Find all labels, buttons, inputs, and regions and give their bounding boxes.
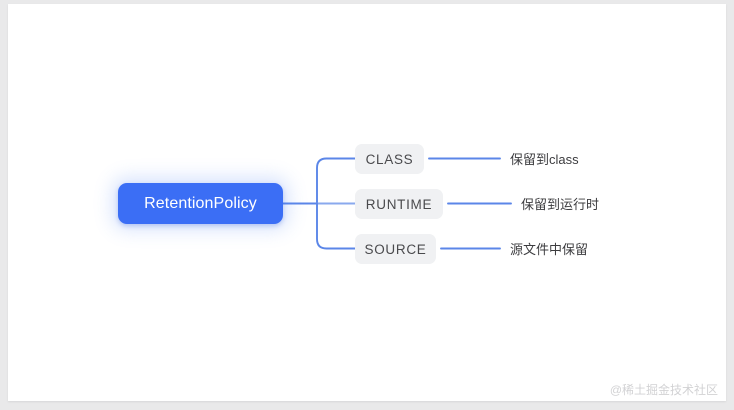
mindmap-node-source-label: SOURCE	[364, 241, 427, 257]
mindmap-leaf-source[interactable]: 源文件中保留	[510, 242, 589, 257]
edge-spine-source	[316, 202, 356, 250]
mindmap-root-node[interactable]: RetentionPolicy	[118, 183, 283, 224]
mindmap-node-source[interactable]: SOURCE	[355, 234, 436, 264]
mindmap-node-class[interactable]: CLASS	[355, 144, 424, 174]
mindmap-leaf-class[interactable]: 保留到class	[510, 152, 579, 167]
mindmap-root-label: RetentionPolicy	[144, 194, 257, 212]
mindmap-node-runtime[interactable]: RUNTIME	[355, 189, 443, 219]
watermark: @稀土掘金技术社区	[609, 383, 718, 397]
mindmap-leaf-runtime[interactable]: 保留到运行时	[521, 197, 600, 212]
mindmap-node-class-label: CLASS	[365, 151, 414, 167]
mindmap-node-runtime-label: RUNTIME	[365, 196, 433, 212]
edge-spine-class	[316, 157, 356, 205]
